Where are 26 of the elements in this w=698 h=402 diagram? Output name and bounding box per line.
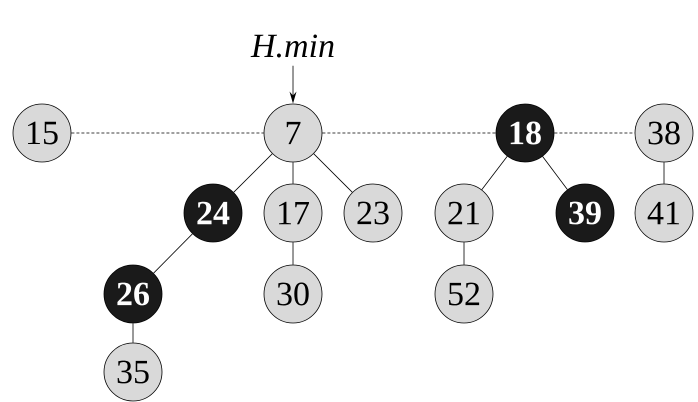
- tree-edge: [313, 153, 353, 193]
- tree-edge: [542, 156, 568, 190]
- tree-edge: [132, 323, 134, 343]
- pointer-label: H.min: [250, 34, 334, 58]
- heap-node: 17: [264, 184, 322, 242]
- heap-node: 41: [634, 184, 694, 242]
- heap-node: 52: [434, 264, 494, 324]
- heap-node: 38: [634, 104, 694, 162]
- sibling-link: [71, 132, 264, 134]
- heap-node: 39: [556, 184, 614, 242]
- heap-node: 26: [104, 264, 162, 324]
- sibling-link: [322, 132, 496, 134]
- heap-node: 15: [12, 104, 72, 162]
- tree-edge: [481, 156, 508, 190]
- tree-edge: [292, 162, 294, 184]
- heap-node: 30: [264, 264, 322, 324]
- heap-node: 35: [104, 342, 162, 402]
- heap-node: 21: [434, 184, 494, 242]
- heap-node: 23: [344, 184, 402, 242]
- tree-edge: [153, 234, 193, 274]
- heap-node: 24: [184, 184, 242, 242]
- sibling-link: [554, 132, 635, 134]
- heap-node: 18: [496, 104, 554, 162]
- heap-node: 7: [264, 104, 322, 162]
- tree-edge: [233, 153, 273, 193]
- tree-edge: [292, 242, 294, 265]
